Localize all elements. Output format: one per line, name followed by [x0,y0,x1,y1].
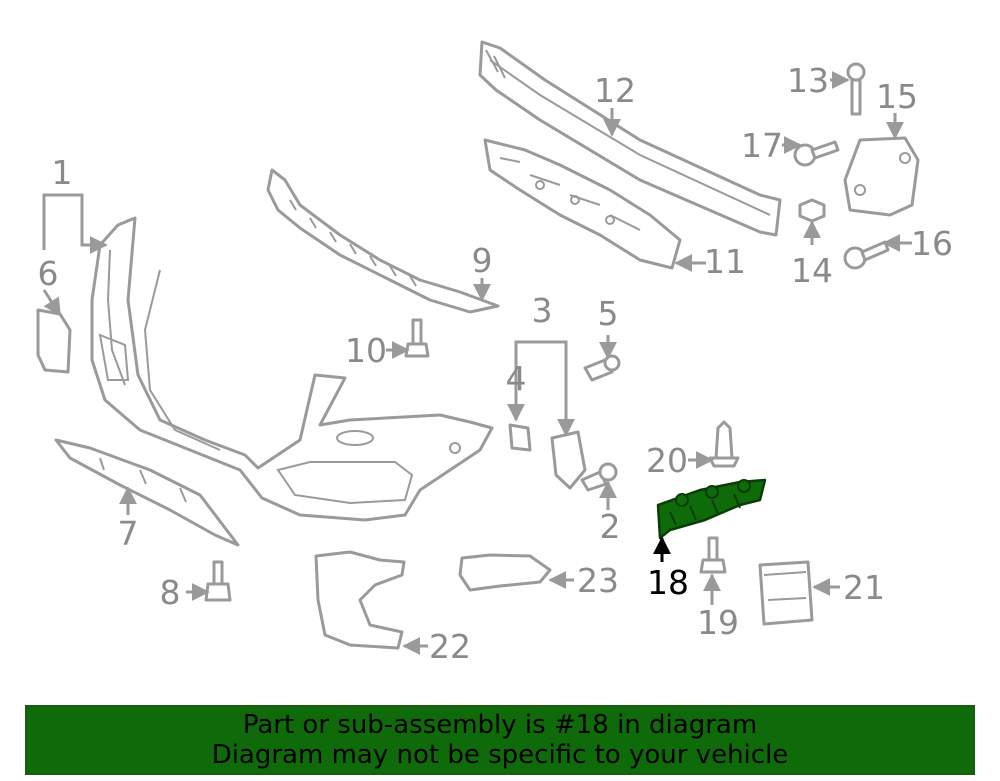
callout-18[interactable]: 18 [647,563,689,602]
callout-3: 3 [532,291,553,330]
bolt-19-part [699,536,727,574]
callout-7: 7 [118,514,139,553]
bolt-17-part [793,140,840,167]
callout-4: 4 [506,359,527,398]
nut-14-part [798,198,826,223]
bracket-22-part [314,550,406,650]
callout-21: 21 [843,568,885,607]
callout-16: 16 [911,224,953,263]
bolt-16-part [843,240,890,270]
callout-labels: 1 6 9 12 11 13 15 17 14 16 10 3 5 4 2 7 … [38,61,954,666]
callout-5: 5 [598,294,619,333]
callout-13: 13 [787,61,829,100]
callout-23: 23 [577,561,619,600]
bag-21-part [758,560,814,626]
clip-4-part [508,423,532,452]
callout-22: 22 [429,627,471,666]
upper-cover-part [266,168,500,314]
callout-1: 1 [52,153,73,192]
callout-8: 8 [160,573,181,612]
leader-lines [42,71,912,655]
callout-15: 15 [876,77,918,116]
tow-cover-part [36,308,72,374]
impact-bar-part [478,40,782,237]
pin-20-part [708,420,740,468]
callout-9: 9 [472,241,493,280]
bracket-15-part [843,136,920,217]
bracket-18-highlighted-part[interactable] [656,478,767,540]
callout-19: 19 [697,603,739,642]
absorber-part [483,138,682,270]
bumper-cover-part [90,216,494,522]
notice-line-1: Part or sub-assembly is #18 in diagram [242,710,758,740]
bolt-13-part [846,62,866,116]
bracket-3-part [550,430,587,490]
callout-2: 2 [600,507,621,546]
notice-line-2: Diagram may not be specific to your vehi… [211,740,789,770]
callout-12: 12 [594,71,636,110]
clip-23-part [458,553,552,592]
callout-6: 6 [38,254,59,293]
callout-14: 14 [791,251,833,290]
notice-banner: Part or sub-assembly is #18 in diagram D… [25,705,975,775]
callout-17: 17 [741,126,783,165]
lower-strip-part [54,438,240,547]
parts-diagram: 1 6 9 12 11 13 15 17 14 16 10 3 5 4 2 7 … [36,40,954,666]
bolt-10-part [404,318,430,358]
screw-2-part [580,462,618,492]
screw-5-part [583,354,621,382]
callout-11: 11 [704,242,746,281]
bolt-8-part [204,560,232,602]
callout-10: 10 [345,331,387,370]
callout-20: 20 [646,441,688,480]
